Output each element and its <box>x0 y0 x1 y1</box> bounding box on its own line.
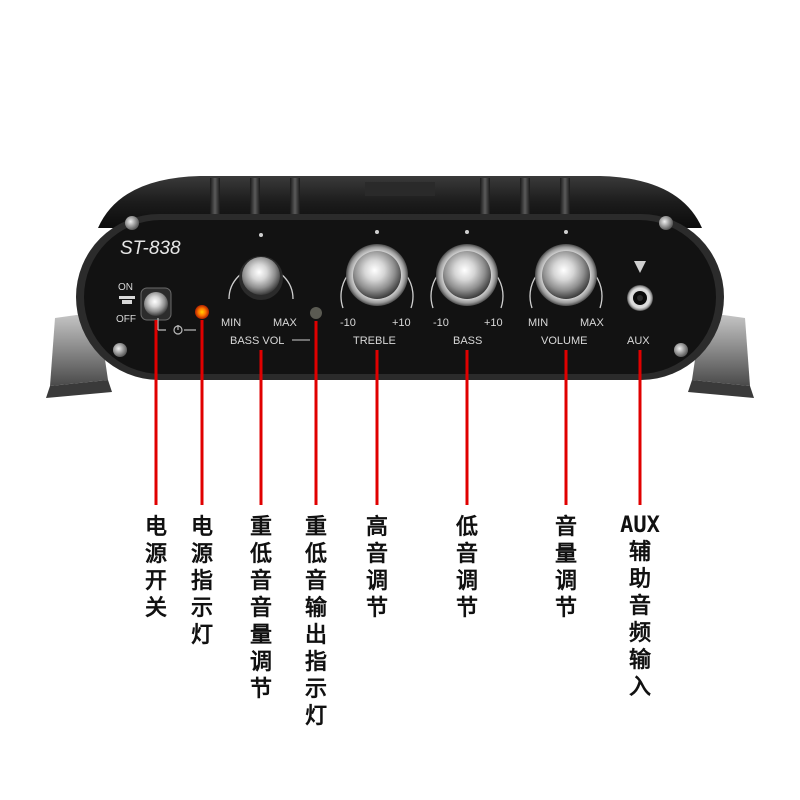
svg-text:ON: ON <box>118 282 133 293</box>
callout-treble-adjust: 高音调节 <box>365 515 388 621</box>
svg-text:MIN: MIN <box>221 317 241 329</box>
svg-text:+10: +10 <box>392 317 411 329</box>
power-indicator-led <box>195 305 209 319</box>
svg-text:BASS: BASS <box>453 335 482 347</box>
callout-volume-adjust: 音量调节 <box>554 515 577 621</box>
svg-text:VOLUME: VOLUME <box>541 335 587 347</box>
screw-icon <box>113 343 127 357</box>
svg-text:MAX: MAX <box>273 317 298 329</box>
screw-icon <box>659 216 673 230</box>
volume-knob[interactable] <box>529 230 603 309</box>
aux-input-jack[interactable] <box>627 285 653 311</box>
svg-text:TREBLE: TREBLE <box>353 335 396 347</box>
svg-text:BASS VOL: BASS VOL <box>230 335 284 347</box>
svg-text:-10: -10 <box>340 317 356 329</box>
screw-icon <box>674 343 688 357</box>
model-label: ST-838 <box>120 238 181 259</box>
callout-bass-volume: 重低音音量调节 <box>249 515 272 702</box>
power-symbol-icon <box>157 318 196 335</box>
callout-aux-input: AUX 辅助音频输入 <box>620 513 660 700</box>
svg-text:AUX: AUX <box>627 335 650 347</box>
bass-volume-knob[interactable] <box>228 233 294 300</box>
svg-text:-10: -10 <box>433 317 449 329</box>
svg-text:MIN: MIN <box>528 317 548 329</box>
svg-text:+10: +10 <box>484 317 503 329</box>
svg-text:OFF: OFF <box>116 314 136 325</box>
treble-knob[interactable] <box>340 230 414 309</box>
callout-bass-adjust: 低音调节 <box>455 515 478 621</box>
bass-knob[interactable] <box>430 230 504 309</box>
power-switch[interactable]: ON OFF <box>116 282 172 325</box>
callout-bass-output-indicator: 重低音输出指示灯 <box>304 515 327 729</box>
screw-icon <box>125 216 139 230</box>
callout-power-switch: 电源开关 <box>144 515 167 621</box>
bass-output-indicator-led <box>310 307 322 319</box>
callout-power-indicator: 电源指示灯 <box>190 515 213 648</box>
callout-lines <box>154 320 642 505</box>
svg-text:MAX: MAX <box>580 317 605 329</box>
triangle-down-icon <box>634 261 646 273</box>
